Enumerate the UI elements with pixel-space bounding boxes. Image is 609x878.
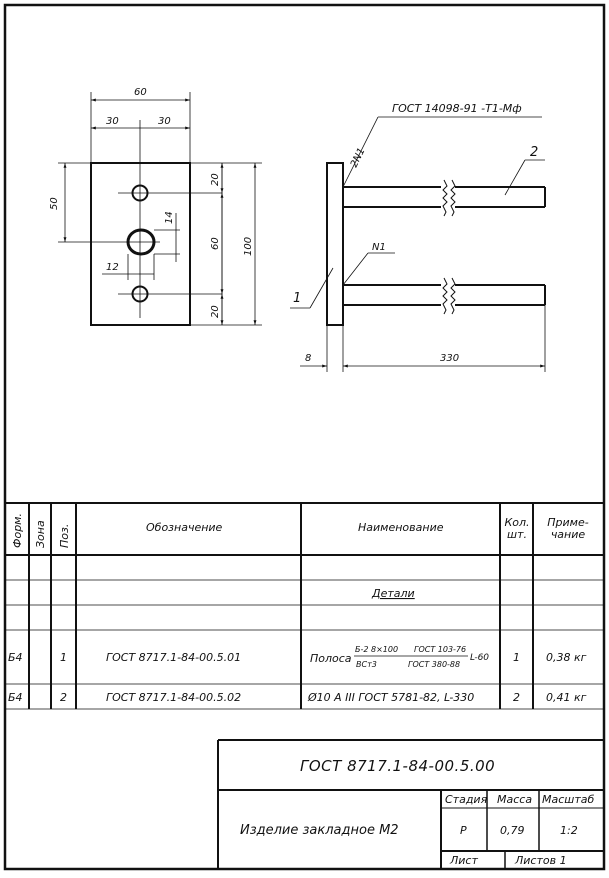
row1-name-num-left: Б-2 8×100 [355,645,398,654]
header-zone: Зона [34,520,47,548]
header-designation: Обозначение [146,521,223,534]
row2-designation: ГОСТ 8717.1-84-00.5.02 [106,691,241,704]
scale-value: 1:2 [560,824,578,837]
row2-name: Ø10 А III ГОСТ 5781-82, L-330 [307,691,474,704]
dim-60: 60 [210,237,221,250]
header-name: Наименование [358,521,444,534]
row2-format: Б4 [8,691,23,704]
dim-14: 14 [164,211,175,224]
dim-20-top: 20 [210,173,221,186]
specification-table: Форм. Зона Поз. Обозначение Наименование… [5,502,604,710]
header-position: Поз. [58,524,71,548]
dim-30-left: 30 [106,116,119,127]
document-title: Изделие закладное М2 [240,823,399,838]
position-1-label: 1 [293,291,301,306]
side-view: ГОСТ 14098-91 -Т1-Мф 2N1 N1 1 2 8 330 [290,102,546,372]
mass-label: Масса [497,793,532,806]
dim-length-330: 330 [440,353,459,364]
row2-note: 0,41 кг [546,691,587,704]
dim-30-right: 30 [158,116,171,127]
header-note: Приме-чание [547,516,588,541]
row1-pos: 1 [60,651,67,664]
document-code: ГОСТ 8717.1-84-00.5.00 [300,757,495,775]
dim-12: 12 [106,262,119,273]
row1-name-num-right: ГОСТ 103-76 [414,645,466,654]
sheet-frame [3,3,606,871]
row2-qty: 2 [513,691,520,704]
weld-standard-label: ГОСТ 14098-91 -Т1-Мф [392,102,522,115]
dim-50: 50 [49,197,60,210]
row1-designation: ГОСТ 8717.1-84-00.5.01 [106,651,241,664]
sheets-label: Листов 1 [514,854,567,867]
row1-name-den-left: ВСт3 [356,660,377,669]
dim-20-bottom: 20 [210,305,221,318]
sheet-label: Лист [449,854,478,867]
row1-name-den-right: ГОСТ 380-88 [408,660,460,669]
header-qty: Кол.шт. [504,516,529,541]
weld-mark-n1: N1 [372,242,386,253]
row1-qty: 1 [513,651,520,664]
row1-format: Б4 [8,651,23,664]
header-format: Форм. [11,513,24,548]
plate-dimensions: 60 30 30 50 20 60 20 100 14 12 [49,87,262,326]
section-details-title: Детали [371,587,415,600]
weld-mark-2n1: 2N1 [349,146,368,169]
stage-label: Стадия [445,793,488,806]
position-2-label: 2 [530,145,538,160]
title-block: ГОСТ 8717.1-84-00.5.00 Изделие закладное… [217,739,604,869]
row1-name-prefix: Полоса [310,652,352,665]
scale-label: Масштаб [542,793,594,806]
stage-value: Р [460,824,467,837]
row1-note: 0,38 кг [546,651,587,664]
plate-front-view [58,120,222,326]
row1-name-suffix: L-60 [470,653,489,663]
dim-thickness-8: 8 [305,353,311,364]
dim-100: 100 [243,237,254,256]
mass-value: 0,79 [500,824,525,837]
dim-width-60: 60 [134,87,147,98]
row2-pos: 2 [60,691,67,704]
